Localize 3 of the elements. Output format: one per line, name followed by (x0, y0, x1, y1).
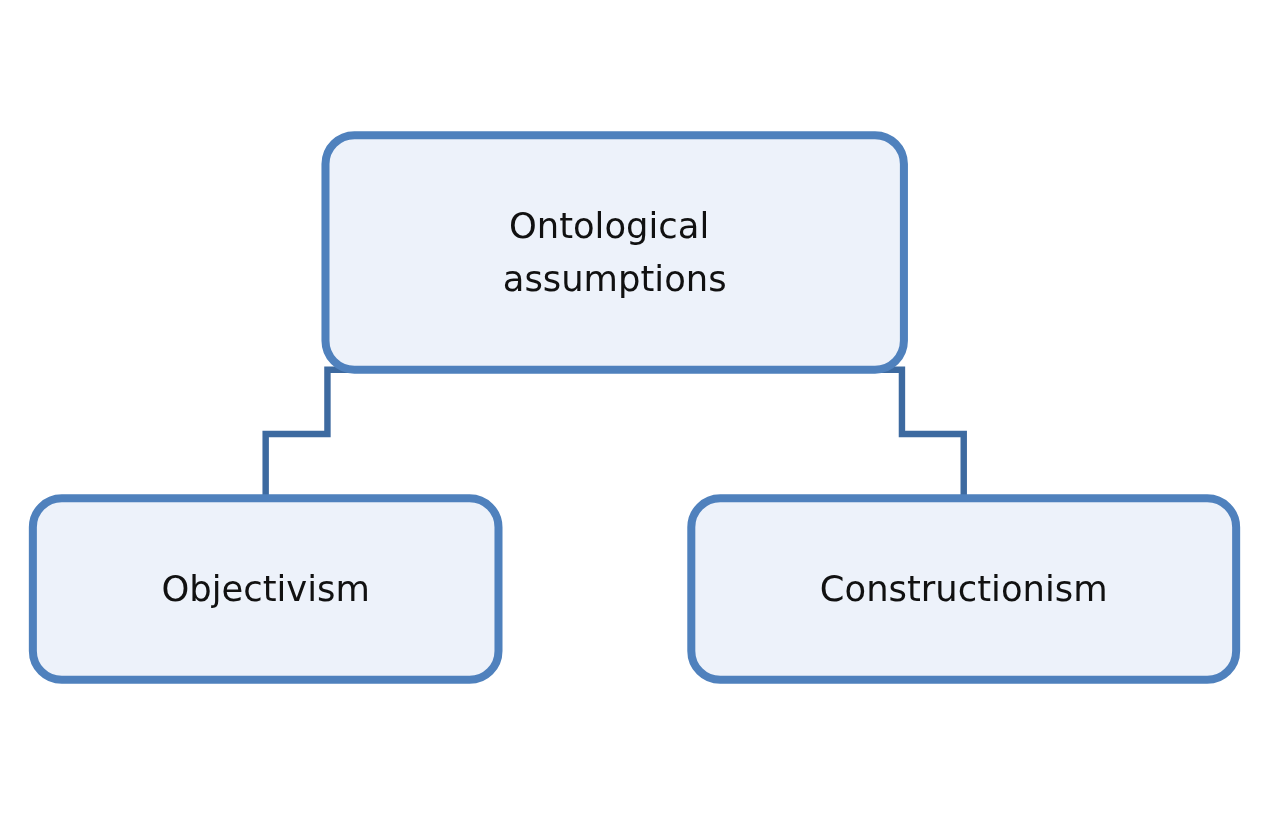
node-box: Constructionism (687, 494, 1241, 684)
node-box: Ontological assumptions (321, 131, 908, 374)
node-box: Objectivism (28, 494, 503, 684)
